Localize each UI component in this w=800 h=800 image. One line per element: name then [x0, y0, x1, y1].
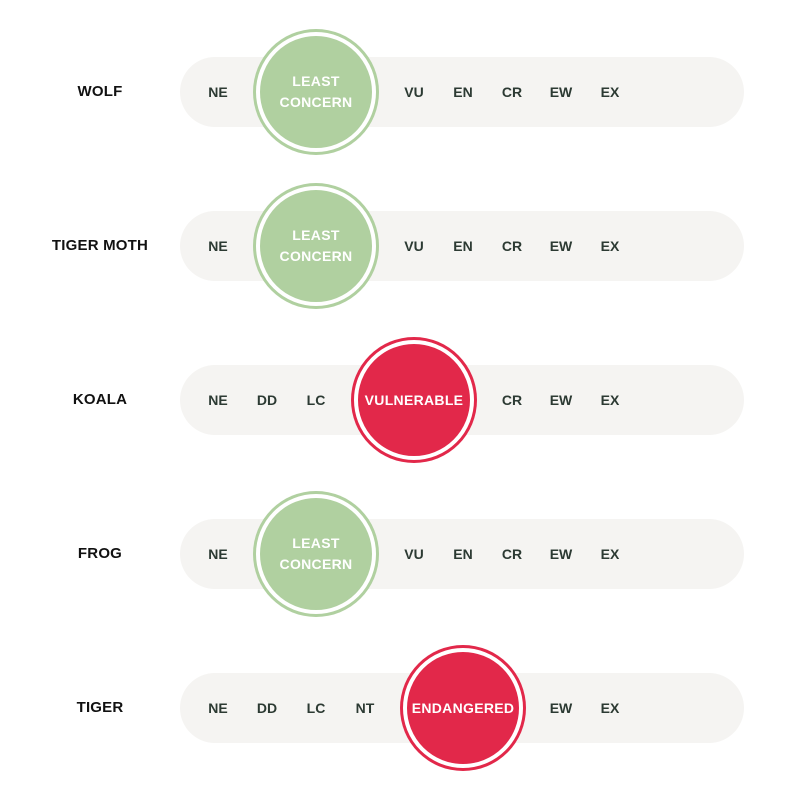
- category-label: EW: [549, 238, 573, 254]
- category-label: EX: [600, 700, 620, 716]
- status-scale-track: NEDDNTVUENCREWEXLEASTCONCERN: [180, 494, 744, 614]
- category-label: CR: [501, 546, 523, 562]
- category-label: EN: [453, 546, 473, 562]
- category-label: NE: [208, 700, 228, 716]
- status-row: TIGER MOTHNEDDNTVUENCREWEXLEASTCONCERN: [0, 186, 800, 306]
- category-label: EX: [600, 238, 620, 254]
- category-label: NT: [355, 700, 375, 716]
- status-row: KOALANEDDLCNTENCREWEXVULNERABLE: [0, 340, 800, 460]
- status-badge: LEAST CONCERN: [256, 186, 376, 306]
- species-label: TIGER: [76, 699, 124, 716]
- status-badge-label: CONCERN: [279, 94, 353, 110]
- status-row: TIGERNEDDLCNTVUCREWEXENDANGERED: [0, 648, 800, 768]
- category-label: VU: [404, 238, 424, 254]
- category-label: EW: [549, 84, 573, 100]
- status-row: FROGNEDDNTVUENCREWEXLEASTCONCERN: [0, 494, 800, 614]
- category-label: EX: [600, 546, 620, 562]
- category-label: LC: [306, 392, 326, 408]
- species-label: WOLF: [77, 83, 123, 100]
- category-label: CR: [501, 238, 523, 254]
- species-label: KOALA: [72, 391, 128, 408]
- status-scale-track: NEDDNTVUENCREWEXLEASTCONCERN: [180, 186, 744, 306]
- category-label: LC: [306, 700, 326, 716]
- status-badge-label: VULNERABLE: [364, 391, 464, 408]
- category-label: NE: [208, 84, 228, 100]
- status-row: WOLFNEDDNTVUENCREWEXLEASTCONCERN: [0, 32, 800, 152]
- category-label: DD: [256, 700, 278, 716]
- status-badge-label: LEAST: [292, 73, 340, 89]
- category-label: NE: [208, 238, 228, 254]
- status-badge-label: ENDANGERED: [411, 699, 515, 716]
- category-label: EN: [453, 238, 473, 254]
- status-scale-track: NEDDNTVUENCREWEXLEASTCONCERN: [180, 32, 744, 152]
- category-label: EW: [549, 700, 573, 716]
- category-label: EW: [549, 546, 573, 562]
- category-label: NE: [208, 392, 228, 408]
- category-label: CR: [501, 84, 523, 100]
- status-badge: LEAST CONCERN: [256, 494, 376, 614]
- category-label: EX: [600, 84, 620, 100]
- category-label: EW: [549, 392, 573, 408]
- status-badge-label: LEAST: [292, 535, 340, 551]
- category-label: EX: [600, 392, 620, 408]
- status-badge-label: CONCERN: [279, 248, 353, 264]
- status-badge: VULNERABLE: [354, 340, 474, 460]
- category-label: EN: [453, 84, 473, 100]
- category-label: VU: [404, 84, 424, 100]
- category-label: CR: [501, 392, 523, 408]
- status-badge-label: CONCERN: [279, 556, 353, 572]
- status-scale-track: NEDDLCNTENCREWEXVULNERABLE: [180, 340, 744, 460]
- category-label: DD: [256, 392, 278, 408]
- status-badge-label: LEAST: [292, 227, 340, 243]
- status-scale-track: NEDDLCNTVUCREWEXENDANGERED: [180, 648, 744, 768]
- species-label: FROG: [77, 545, 123, 562]
- status-badge: ENDANGERED: [403, 648, 523, 768]
- category-label: VU: [404, 546, 424, 562]
- category-label: NE: [208, 546, 228, 562]
- species-label: TIGER MOTH: [51, 237, 149, 254]
- status-badge: LEAST CONCERN: [256, 32, 376, 152]
